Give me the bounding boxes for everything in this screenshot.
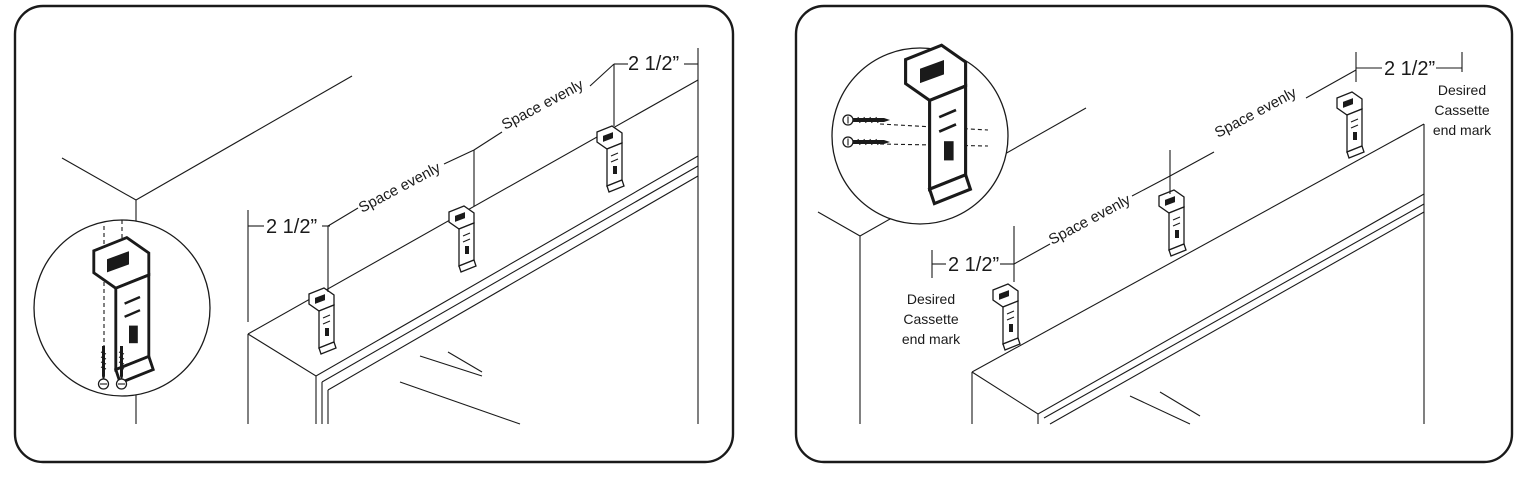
right-dimension-lines xyxy=(931,52,1463,282)
svg-text:Desired: Desired xyxy=(907,291,955,307)
svg-text:end mark: end mark xyxy=(1433,122,1492,138)
right-detail-inset xyxy=(831,43,1009,225)
right-dim-right-label: 2 1/2” xyxy=(1384,58,1435,80)
left-dimension-lines xyxy=(247,48,699,322)
svg-text:Cassette: Cassette xyxy=(1434,102,1489,118)
right-mark-right-label: Desired Cassette end mark xyxy=(1433,82,1492,138)
right-dim-left-label: 2 1/2” xyxy=(948,254,999,276)
svg-text:end mark: end mark xyxy=(902,331,961,347)
svg-text:Cassette: Cassette xyxy=(903,311,958,327)
left-dim-left-label: 2 1/2” xyxy=(266,216,317,238)
left-dim-right-label: 2 1/2” xyxy=(628,53,679,75)
svg-text:Desired: Desired xyxy=(1438,82,1486,98)
left-detail-inset xyxy=(33,219,211,397)
right-mark-left-label: Desired Cassette end mark xyxy=(902,291,961,347)
right-window-header xyxy=(971,123,1425,425)
left-panel: 2 1/2” 2 1/2” Space evenly Space evenly xyxy=(13,4,735,464)
right-panel: 2 1/2” 2 1/2” Space evenly Space evenly … xyxy=(794,4,1514,464)
